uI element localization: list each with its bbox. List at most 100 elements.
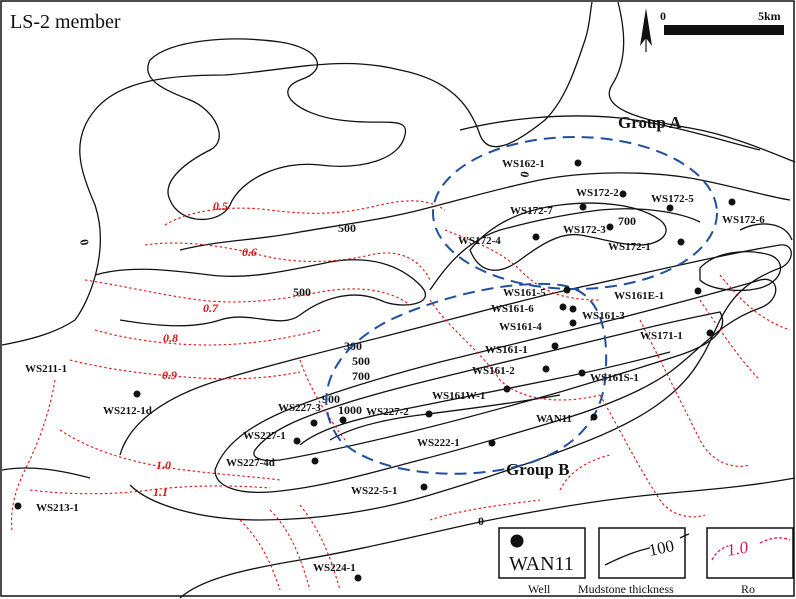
well-label: WS172-2	[576, 187, 619, 199]
contour-line	[1, 467, 91, 479]
ro-line	[29, 485, 271, 495]
contour-line	[429, 208, 701, 291]
well-dot	[569, 319, 577, 327]
ro-line	[239, 519, 281, 591]
contour-line	[699, 251, 782, 292]
ro-line	[69, 359, 301, 380]
well-dot	[578, 369, 586, 377]
ro-line	[164, 200, 446, 226]
ro-contours	[11, 200, 791, 591]
contour-label: 0	[77, 238, 92, 246]
well-dot	[293, 437, 301, 445]
well-label: WS162-1	[502, 158, 545, 170]
well-label: WS211-1	[25, 363, 67, 375]
well-dot	[420, 483, 428, 491]
well-label: WS172-4	[458, 235, 501, 247]
well-labels: WS162-1 WS172-2 WS172-5 WS172-6 WS172-7 …	[25, 158, 765, 574]
legend-thickness-caption: Mudstone thickness	[578, 582, 674, 596]
well-label: WS22-5-1	[351, 485, 397, 497]
contour-label: 500	[338, 221, 356, 235]
well-label: WS213-1	[36, 502, 79, 514]
contour-line	[608, 1, 796, 163]
contour-label: 1000	[338, 403, 362, 417]
well-dot	[559, 303, 567, 311]
well-label: WS172-3	[563, 224, 606, 236]
ro-label: 1.1	[153, 485, 168, 499]
well-label: WS171-1	[640, 330, 683, 342]
contour-line	[179, 477, 796, 599]
well-label: WS224-1	[313, 562, 356, 574]
contour-label: 0	[517, 170, 532, 178]
legend-ro-box	[706, 527, 794, 579]
well-label: WS161W-1	[432, 390, 485, 402]
scale-bar: 0 5km	[660, 9, 784, 35]
ro-line	[699, 299, 761, 381]
contour-line	[469, 202, 667, 271]
well-label: WS212-1d	[103, 405, 152, 417]
well-label: WS227-4d	[226, 457, 275, 469]
well-dot	[574, 159, 582, 167]
well-dot	[677, 238, 685, 246]
north-arrow-icon	[640, 8, 652, 52]
well-dot	[728, 198, 736, 206]
well-label: WS161-6	[491, 303, 534, 315]
well-dot	[14, 502, 22, 510]
ro-label: 0.6	[242, 245, 257, 259]
well-dot	[666, 204, 674, 212]
contour-line	[253, 311, 724, 462]
ro-label: 0.7	[203, 301, 219, 315]
legend-well-caption: Well	[528, 582, 551, 596]
well-label: WS161E-1	[614, 290, 664, 302]
well-label: WS161-2	[472, 365, 515, 377]
well-dot	[503, 385, 511, 393]
well-label: WS172-1	[608, 241, 651, 253]
ro-line	[299, 504, 341, 591]
well-dot	[542, 365, 550, 373]
well-dot	[133, 390, 141, 398]
legend-well-dot	[510, 534, 524, 548]
ro-line	[269, 509, 311, 591]
scale-end: 5km	[758, 9, 781, 23]
well-dot	[569, 305, 577, 313]
well-dot	[694, 287, 702, 295]
well-dot	[579, 203, 587, 211]
well-label: WS227-3	[278, 402, 321, 414]
contour-line	[147, 38, 407, 221]
well-dots	[14, 159, 736, 582]
well-label: WAN11	[536, 413, 572, 425]
scale-start: 0	[660, 9, 666, 23]
contour-line	[1, 1, 593, 346]
well-dot	[563, 286, 571, 294]
contour-line	[119, 244, 792, 521]
ro-label: 1.0	[156, 458, 171, 472]
ro-line	[94, 329, 321, 346]
legend: WAN11 Well 100 Mudstone thickness 1.0 Ro	[498, 527, 794, 596]
well-dot	[706, 329, 714, 337]
well-label: WS227-1	[243, 430, 286, 442]
ro-line	[719, 274, 791, 331]
contour-line	[739, 223, 793, 241]
well-label: WS222-1	[417, 437, 460, 449]
group-b-outline	[325, 282, 608, 475]
well-dot	[532, 233, 540, 241]
well-label: WS161-1	[485, 344, 528, 356]
legend-thickness-box	[598, 527, 686, 579]
well-label: WS227-2	[366, 406, 409, 418]
well-dot	[551, 342, 559, 350]
contour-line	[329, 394, 561, 441]
ro-labels: 0.5 0.6 0.7 0.8 0.9 1.0 1.1	[153, 199, 257, 499]
legend-ro-sample: 1.0	[725, 537, 750, 559]
contour-line	[214, 278, 777, 494]
legend-well-sample: WAN11	[509, 553, 574, 575]
ro-line	[429, 499, 541, 521]
well-dot	[311, 457, 319, 465]
ro-label: 0.8	[163, 331, 178, 345]
group-a-outline	[432, 136, 718, 290]
ro-line	[84, 279, 411, 306]
well-dot	[310, 419, 318, 427]
well-label: WS161-5	[503, 287, 546, 299]
